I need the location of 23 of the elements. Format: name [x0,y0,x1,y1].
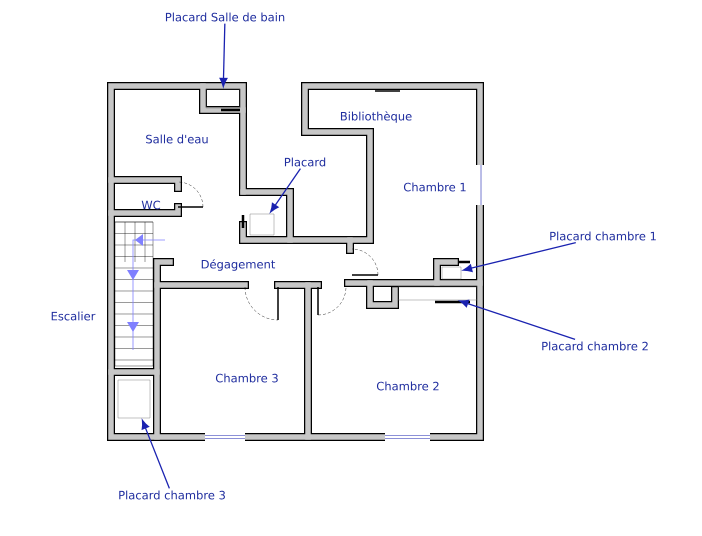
arrow [462,242,576,272]
callout-label: Placard Salle de bain [166,12,284,22]
callout-label: Placard chambre 1 [550,232,656,240]
closet-box [250,214,274,236]
callout-label: Placard chambre 3 [119,490,225,500]
room-label: Dégagement [202,259,276,271]
closet-box [206,88,240,108]
room-label: Chambre 1 [404,182,466,192]
closet-box [118,380,150,418]
room-label: Chambre 2 [376,382,439,390]
room-label: Bibliothèque [340,111,412,123]
arrow [220,24,228,87]
closet-box [442,266,462,280]
arrow [459,300,576,340]
room-label: Chambre 3 [216,374,278,382]
callout-label: Placard chambre 2 [542,342,648,350]
arrow [142,420,170,489]
callout-label: Placard [284,158,326,166]
room-label: Salle d'eau [146,134,208,144]
room-label: Escalier [52,312,96,320]
closet-box [398,286,478,300]
arrow [270,168,301,212]
room-label: WC [142,200,160,210]
